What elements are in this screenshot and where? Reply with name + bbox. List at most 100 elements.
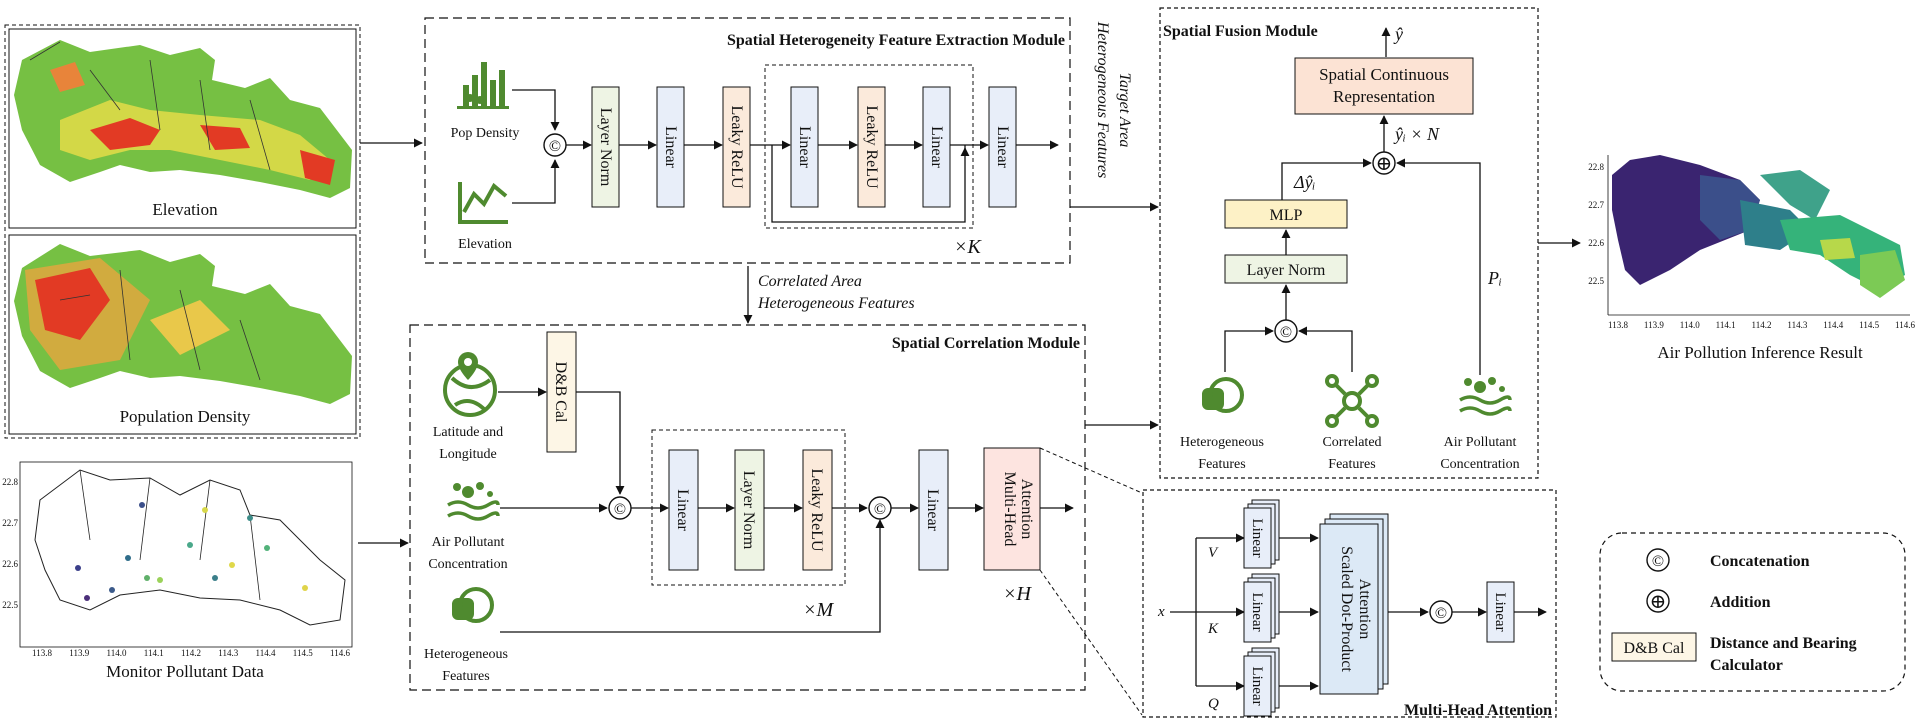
- repeat-k-label: ×K: [954, 236, 982, 258]
- linear-stack-v: [1243, 499, 1280, 569]
- correlation-module-title: Spatial Correlation Module: [892, 335, 1080, 352]
- result-y-ticks: 22.822.722.622.5: [1588, 162, 1604, 286]
- hetero-features-label: Heterogeneous: [1180, 435, 1264, 450]
- result-map-title: Air Pollution Inference Result: [1657, 343, 1863, 362]
- legend-frame: [1599, 532, 1906, 692]
- y-tick-label: 22.6: [2, 559, 18, 569]
- heterogeneity-module-frame: [424, 17, 1071, 264]
- population-map: [14, 244, 352, 404]
- lat-lon-label: Latitude and: [433, 425, 503, 440]
- arrow: [1396, 158, 1481, 375]
- sdpa-stack: [1319, 513, 1389, 695]
- mha-detail-title: Multi-Head Attention: [1404, 702, 1552, 719]
- linear-block-4: [988, 86, 1017, 208]
- layer-norm-block-2: [734, 449, 765, 571]
- linear-label: Linear: [662, 126, 679, 168]
- line-chart-icon: [458, 182, 508, 224]
- x-tick-label: 114.2: [1752, 320, 1772, 330]
- linear-block-3: [922, 86, 951, 208]
- arrow: [1224, 326, 1274, 372]
- arrow-elev-to-concat: [512, 159, 560, 204]
- spatial-continuous-representation-block: [1294, 57, 1474, 115]
- layer-norm-label: Layer Norm: [1247, 262, 1326, 279]
- q-label: Q: [1208, 696, 1219, 712]
- monitor-map-panel: [5, 458, 355, 648]
- map-pin-icon: [458, 352, 478, 380]
- layer-norm-label: Layer Norm: [740, 471, 757, 550]
- fusion-module-title: Spatial Fusion Module: [1163, 23, 1318, 40]
- y-hat-label: ŷ: [1393, 24, 1403, 44]
- air-pollutant-icon: [447, 482, 500, 521]
- legend-add-symbol: [1646, 589, 1670, 613]
- x-tick-label: 114.2: [181, 648, 201, 658]
- x-tick-label: 114.5: [1859, 320, 1879, 330]
- repeat-m-label: ×M: [803, 599, 834, 621]
- linear-block-out: [1486, 581, 1515, 643]
- leaky-relu-block-3: [802, 449, 833, 571]
- elevation-input-label: Elevation: [458, 237, 512, 252]
- concat-symbol: ©: [1652, 553, 1664, 570]
- p-i-label: Pᵢ: [1487, 268, 1502, 288]
- linear-label: Linear: [1249, 518, 1265, 557]
- heterogeneity-module-title: Spatial Heterogeneity Feature Extraction…: [727, 32, 1065, 49]
- bar-chart-icon: [457, 62, 509, 109]
- x-tick-label: 114.4: [256, 648, 276, 658]
- hetero-features-label-2: Features: [442, 669, 489, 684]
- x-tick-label: 114.0: [107, 648, 127, 658]
- linear-block-6: [918, 449, 949, 571]
- y-tick-label: 22.7: [1588, 200, 1604, 210]
- plus-symbol: ⊕: [1650, 591, 1667, 613]
- air-pollutant-label: Air Pollutant: [432, 535, 505, 550]
- arrow: [1281, 158, 1372, 200]
- arrow: [576, 391, 625, 495]
- monitor-map-label: Monitor Pollutant Data: [106, 662, 264, 681]
- monitor-y-ticks: 22.822.722.622.5: [2, 477, 18, 610]
- leaky-relu-label: Leaky ReLU: [863, 105, 880, 189]
- target-area-label-2: Heterogeneous Features: [1094, 21, 1111, 179]
- y-tick-label: 22.8: [1588, 162, 1604, 172]
- legend-db-box-label: D&B Cal: [1624, 640, 1685, 657]
- linear-label: Linear: [674, 489, 691, 531]
- monitor-map-outline: [34, 469, 346, 626]
- db-cal-block: [546, 331, 577, 453]
- monitor-stations: [75, 502, 308, 601]
- linear-label: Linear: [1249, 592, 1265, 631]
- x-tick-label: 114.0: [1680, 320, 1700, 330]
- heterogeneous-features-icon: [452, 587, 494, 623]
- x-tick-label: 114.6: [1895, 320, 1915, 330]
- air-pollutant-label-2: Concentration: [1440, 457, 1519, 472]
- residual-connection: [771, 145, 966, 223]
- legend-db-label: Distance and Bearing: [1710, 635, 1857, 652]
- mha-label-2: Attention: [1018, 479, 1035, 539]
- input-maps-group: [4, 24, 361, 439]
- population-map-label: Population Density: [120, 407, 251, 426]
- legend-concat-symbol: [1646, 548, 1670, 572]
- legend-db-box: [1611, 632, 1697, 662]
- v-label: V: [1208, 545, 1219, 561]
- x-tick-label: 113.9: [69, 648, 89, 658]
- y-tick-label: 22.5: [1588, 276, 1604, 286]
- zoom-line-top: [1039, 447, 1143, 494]
- hetero-features-label-2: Features: [1198, 457, 1245, 472]
- correlated-features-icon: [1325, 374, 1379, 428]
- concat-symbol: ©: [1435, 605, 1447, 622]
- legend-add-label: Addition: [1710, 594, 1771, 611]
- linear-label: Linear: [924, 489, 941, 531]
- linear-label: Linear: [1492, 592, 1508, 631]
- leaky-relu-label: Leaky ReLU: [728, 105, 745, 189]
- linear-block-1: [656, 86, 685, 208]
- addition-op: [1372, 151, 1396, 175]
- db-cal-label: D&B Cal: [552, 362, 569, 423]
- x-tick-label: 114.3: [218, 648, 238, 658]
- lat-lon-label-2: Longitude: [439, 447, 497, 462]
- k-label: K: [1207, 621, 1219, 637]
- linear-label: Linear: [928, 126, 945, 168]
- air-pollutant-icon: [1459, 377, 1512, 416]
- concat-symbol: ©: [614, 501, 626, 518]
- x-tick-label: 113.8: [32, 648, 52, 658]
- yi-n-label: ŷᵢ × N: [1393, 124, 1440, 144]
- scr-label: Spatial Continuous: [1319, 65, 1449, 84]
